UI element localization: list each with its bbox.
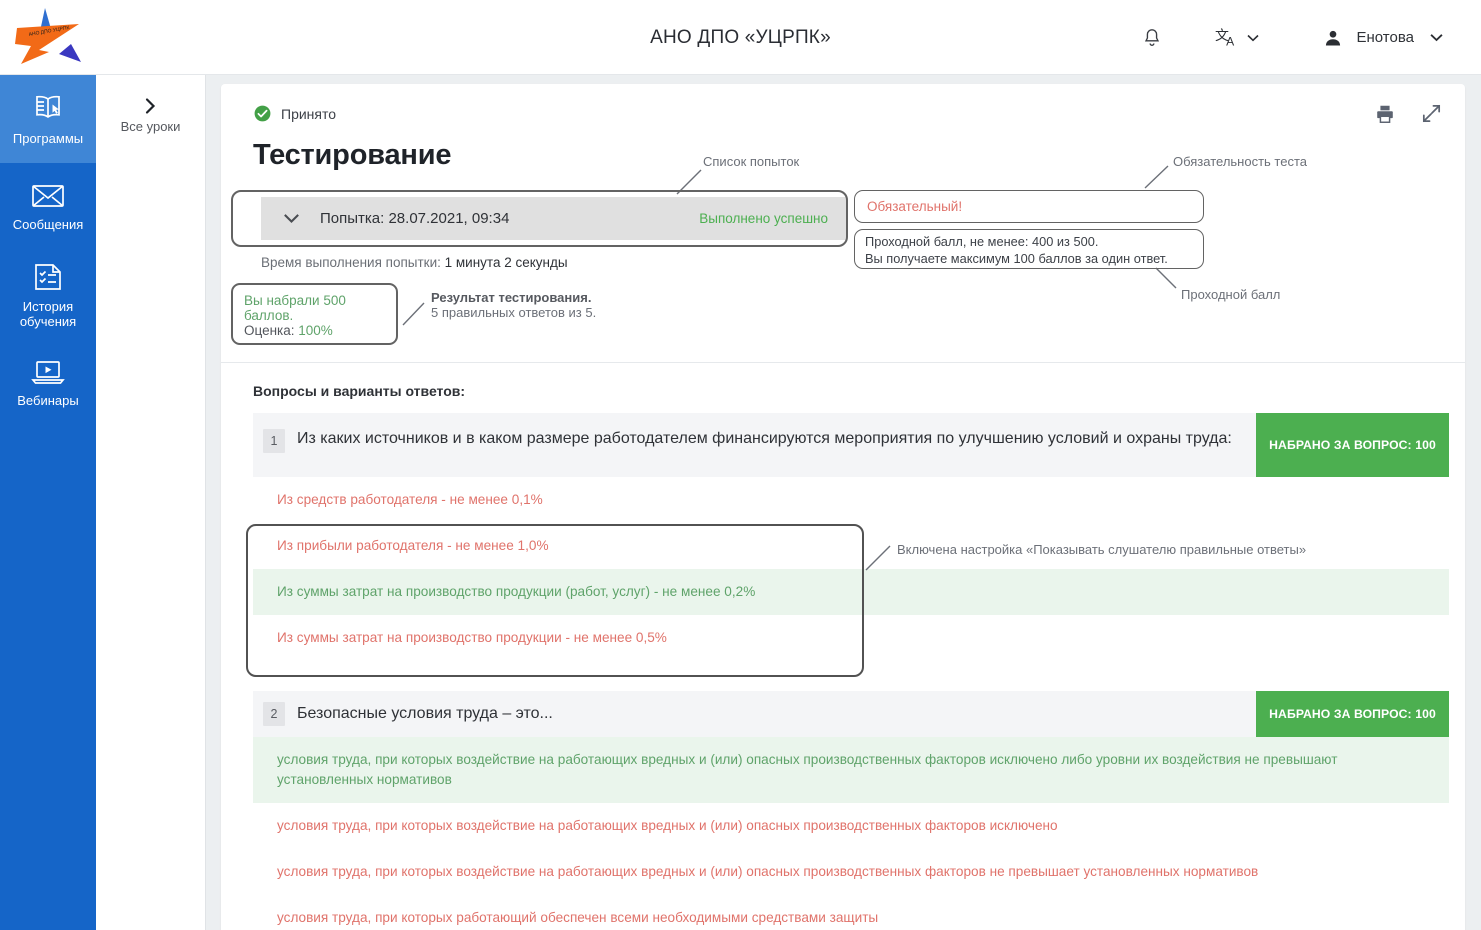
attempt-row[interactable]: Попытка: 28.07.2021, 09:34 Выполнено усп… — [261, 197, 846, 240]
required-text: Обязательный! — [867, 199, 963, 214]
book-cursor-icon — [36, 95, 60, 119]
question-text: Из каких источников и в каком размере ра… — [297, 430, 1232, 447]
execution-time-label: Время выполнения попытки: — [261, 255, 441, 270]
sidebar-item-history[interactable]: История обучения — [0, 251, 96, 339]
answer-option[interactable]: условия труда, при которых работающий об… — [277, 910, 879, 925]
questions-heading: Вопросы и варианты ответов: — [253, 383, 466, 399]
score-grade-line: Оценка: 100% — [244, 323, 385, 338]
question-number: 1 — [263, 429, 285, 453]
chevron-down-icon — [1430, 34, 1443, 42]
passing-score-line2: Вы получаете максимум 100 баллов за один… — [865, 251, 1168, 266]
chevron-down-icon — [1246, 34, 1259, 41]
answer-option-correct[interactable]: Из суммы затрат на производство продукци… — [253, 569, 1449, 615]
question-block: 2 Безопасные условия труда – это... НАБР… — [253, 691, 1449, 930]
page-title: Тестирование — [253, 139, 452, 171]
notifications-button[interactable] — [1129, 19, 1175, 57]
sidebar-item-label: Вебинары — [17, 393, 79, 408]
envelope-icon — [32, 185, 64, 207]
score-points-text: Вы набрали 500 баллов. — [244, 293, 346, 323]
top-header: АНО ДПО УЦРПК АНО ДПО «УЦРПК» 文 A Енот — [0, 0, 1481, 75]
card-header-section: Принято Тестирование Попытка: 28.07.2021… — [221, 84, 1465, 362]
sidebar-nav: Программы Сообщения История обучения Веб… — [0, 75, 96, 930]
question-number: 2 — [263, 702, 285, 726]
question-header: 2 Безопасные условия труда – это... НАБР… — [253, 691, 1449, 737]
score-grade-value: 100% — [298, 323, 333, 338]
answer-option[interactable]: Из прибыли работодателя - не менее 1,0% — [277, 538, 549, 553]
answer-option[interactable]: Из средств работодателя - не менее 0,1% — [277, 492, 543, 507]
card-actions — [1374, 102, 1443, 125]
execution-time: Время выполнения попытки: 1 минута 2 сек… — [253, 255, 1439, 270]
required-callout-box: Обязательный! — [854, 190, 1204, 223]
chevron-down-icon — [284, 214, 299, 223]
language-switcher[interactable]: 文 A — [1203, 18, 1271, 58]
sidebar-item-webinars[interactable]: Вебинары — [0, 339, 96, 427]
sidebar-item-messages[interactable]: Сообщения — [0, 163, 96, 251]
svg-text:A: A — [1226, 34, 1235, 48]
annotation-test-required: Обязательность теста — [1173, 154, 1308, 169]
answer-option[interactable]: Из суммы затрат на производство продукци… — [277, 630, 667, 645]
attempt-expand-icon — [283, 213, 300, 224]
answer-list: условия труда, при которых воздействие н… — [253, 737, 1449, 930]
expand-button[interactable] — [1420, 102, 1443, 125]
score-grade-label: Оценка: — [244, 323, 295, 338]
annotation-result-sub: 5 правильных ответов из 5. — [431, 305, 597, 320]
all-lessons-button[interactable]: Все уроки — [120, 97, 181, 134]
brand-logo[interactable]: АНО ДПО УЦРПК — [0, 0, 96, 75]
sidebar-item-label: Сообщения — [12, 217, 84, 232]
chevron-right-icon — [145, 98, 156, 114]
card-divider — [221, 362, 1465, 363]
annotation-attempts-list: Список попыток — [703, 154, 800, 169]
attempt-status: Выполнено успешно — [699, 211, 828, 226]
question-score-badge: НАБРАНО ЗА ВОПРОС: 100 — [1256, 413, 1449, 477]
answer-option[interactable]: условия труда, при которых воздействие н… — [277, 864, 1259, 879]
passing-score-callout-box: Проходной балл, не менее: 400 из 500. Вы… — [854, 229, 1204, 269]
question-text: Безопасные условия труда – это... — [297, 705, 553, 722]
attempt-label: Попытка: 28.07.2021, 09:34 — [320, 210, 510, 227]
sidebar-item-programs[interactable]: Программы — [0, 75, 96, 163]
person-icon — [1325, 30, 1340, 45]
expand-arrows-icon — [1422, 104, 1441, 123]
answer-option-correct[interactable]: условия труда, при которых воздействие н… — [253, 737, 1449, 803]
question-block: 1 Из каких источников и в каком размере … — [253, 413, 1449, 661]
score-callout-box: Вы набрали 500 баллов. Оценка: 100% — [231, 283, 398, 345]
sidebar-item-label: Программы — [12, 131, 84, 146]
laptop-play-icon — [31, 361, 65, 384]
question-header: 1 Из каких источников и в каком размере … — [253, 413, 1449, 477]
attempt-row-wrap: Попытка: 28.07.2021, 09:34 Выполнено усп… — [253, 190, 1439, 240]
checklist-document-icon — [35, 263, 61, 290]
annotation-passing-score: Проходной балл — [1181, 287, 1281, 302]
annotation-result-title: Результат тестирования. — [431, 290, 592, 305]
test-result-card: Принято Тестирование Попытка: 28.07.2021… — [221, 84, 1465, 930]
all-lessons-label: Все уроки — [120, 119, 181, 134]
sidebar-item-label: История обучения — [19, 298, 77, 329]
lessons-panel: Все уроки — [96, 75, 206, 930]
answer-list: Из средств работодателя - не менее 0,1% … — [253, 477, 1449, 661]
execution-time-value: 1 минута 2 секунды — [444, 255, 568, 270]
translate-icon: 文 A — [1215, 26, 1235, 48]
logo-star-icon: АНО ДПО УЦРПК — [15, 8, 81, 64]
user-name-label: Енотова — [1356, 29, 1415, 46]
question-score-badge: НАБРАНО ЗА ВОПРОС: 100 — [1256, 691, 1449, 737]
check-circle-icon — [254, 105, 271, 122]
print-button[interactable] — [1374, 103, 1396, 125]
header-actions: 文 A Енотова — [1129, 0, 1456, 75]
status-row: Принято — [253, 104, 1439, 123]
questions-section: Вопросы и варианты ответов: 1 Из каких и… — [221, 363, 1465, 930]
bell-icon — [1144, 28, 1159, 46]
passing-score-line1: Проходной балл, не менее: 400 из 500. — [865, 234, 1099, 249]
user-menu-button[interactable]: Енотова — [1311, 20, 1456, 56]
svg-text:文: 文 — [1215, 26, 1229, 42]
answer-option[interactable]: условия труда, при которых воздействие н… — [277, 818, 1058, 833]
main-content-area: Принято Тестирование Попытка: 28.07.2021… — [207, 75, 1481, 930]
annotation-show-answers: Включена настройка «Показывать слушателю… — [897, 542, 1307, 557]
status-text: Принято — [281, 105, 337, 122]
printer-icon — [1377, 105, 1393, 123]
